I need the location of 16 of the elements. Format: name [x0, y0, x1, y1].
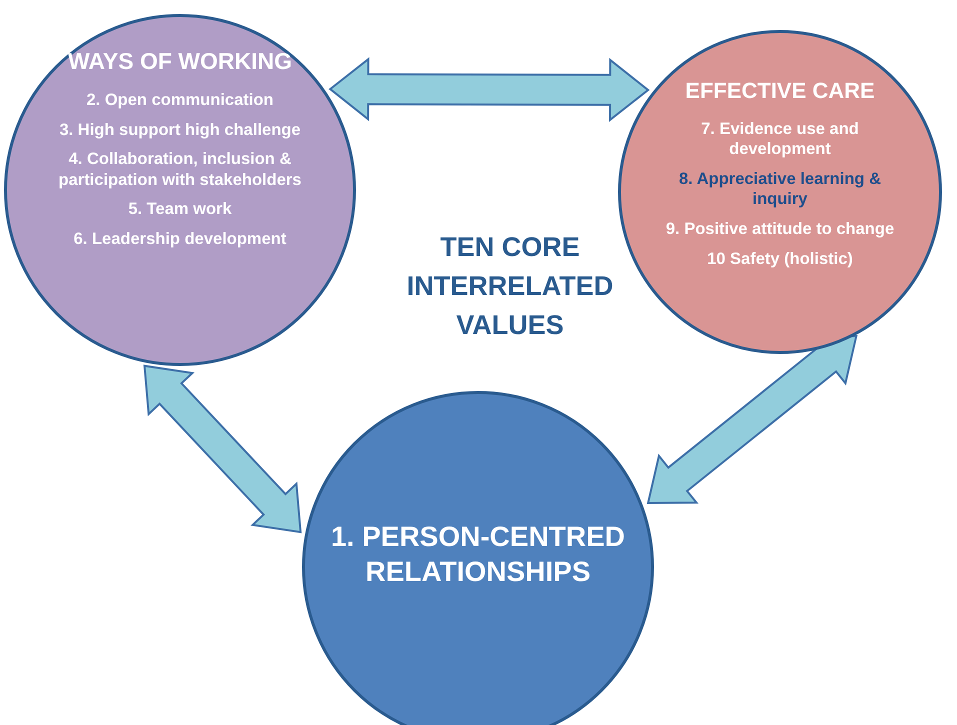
- value-item: 9. Positive attitude to change: [666, 219, 894, 240]
- value-item: 6. Leadership development: [74, 229, 286, 250]
- value-item: 8. Appreciative learning & inquiry: [678, 168, 882, 210]
- double-arrow: [646, 335, 858, 504]
- double-arrow: [328, 57, 650, 122]
- value-item: 2. Open communication: [86, 90, 274, 111]
- double-arrow: [143, 364, 302, 534]
- circle-title: 1. PERSON-CENTRED RELATIONSHIPS: [330, 520, 626, 589]
- value-item: 3. High support high challenge: [59, 120, 301, 140]
- value-item: 10 Safety (holistic): [707, 248, 853, 270]
- circle-heading: WAYS OF WORKING: [68, 47, 292, 76]
- center-caption: TEN CORE INTERRELATED VALUES: [406, 231, 614, 342]
- value-item: 4. Collaboration, inclusion & participation with stakeholders: [58, 149, 302, 190]
- value-item: 5. Team work: [128, 199, 232, 220]
- circle-heading: EFFECTIVE CARE: [685, 77, 875, 105]
- value-item: 7. Evidence use and development: [700, 118, 860, 160]
